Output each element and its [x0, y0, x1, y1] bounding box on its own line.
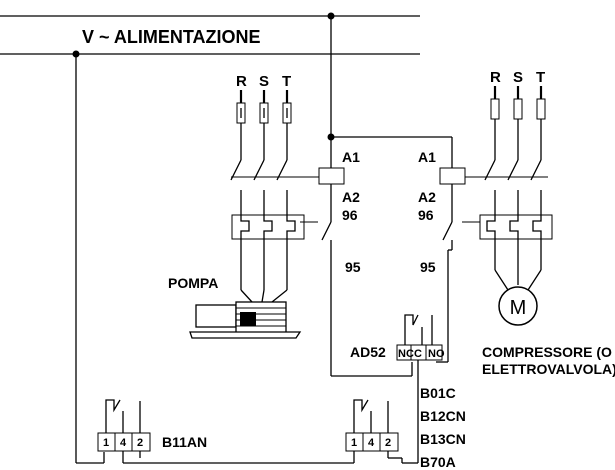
left-switch-label: B11AN — [162, 434, 207, 450]
svg-text:95: 95 — [345, 259, 361, 275]
controller-terminal-c: C — [414, 348, 422, 360]
controller-terminal-nc: NC — [398, 348, 414, 360]
supply-label: V ~ ALIMENTAZIONE — [82, 27, 261, 47]
phase-t-right: T — [536, 69, 545, 86]
right-switch-terminal-1: 1 — [351, 437, 357, 449]
left-switch-terminal-2: 2 — [137, 437, 143, 449]
compressor-label-line2: ELETTROVALVOLA) — [482, 361, 615, 377]
right-switch-model-3: B13CN — [420, 431, 466, 447]
left-coil-labels: A1 A2 96 95 — [342, 149, 361, 275]
compressor-label-line1: COMPRESSORE (O — [482, 344, 612, 360]
svg-text:96: 96 — [342, 207, 358, 223]
control-wiring — [75, 16, 548, 464]
pump-icon — [189, 301, 302, 339]
left-switch-terminal-4: 4 — [120, 437, 127, 449]
svg-text:A2: A2 — [342, 189, 360, 205]
phase-t-left: T — [282, 73, 291, 90]
svg-text:A1: A1 — [342, 149, 360, 165]
phase-r-left: R — [236, 73, 247, 90]
svg-text:A2: A2 — [418, 189, 436, 205]
motor-symbol: M — [510, 297, 527, 319]
motor-icon — [498, 286, 538, 326]
right-pressure-switch — [345, 399, 399, 452]
right-coil — [439, 167, 466, 185]
left-coil — [318, 167, 345, 185]
pump-label: POMPA — [168, 275, 218, 291]
right-switch-model-1: B01C — [420, 385, 456, 401]
svg-text:96: 96 — [418, 207, 434, 223]
compressor-contactor: R S T — [462, 69, 553, 291]
right-switch-terminal-4: 4 — [368, 437, 375, 449]
controller-terminal-no: NO — [428, 348, 445, 360]
left-switch-terminal-1: 1 — [103, 437, 109, 449]
svg-text:A1: A1 — [418, 149, 436, 165]
left-pressure-switch — [97, 399, 151, 452]
right-switch-model-2: B12CN — [420, 408, 466, 424]
pump-contactor: R S T — [230, 73, 318, 303]
phase-s-left: S — [259, 73, 269, 90]
svg-text:95: 95 — [420, 259, 436, 275]
right-switch-model-4: B70A — [420, 454, 456, 470]
controller-label: AD52 — [350, 344, 386, 360]
right-coil-labels: A1 A2 96 95 — [418, 149, 436, 275]
right-switch-terminal-2: 2 — [385, 437, 391, 449]
controller-ad52 — [396, 314, 443, 361]
phase-s-right: S — [513, 69, 523, 86]
phase-r-right: R — [490, 69, 501, 86]
